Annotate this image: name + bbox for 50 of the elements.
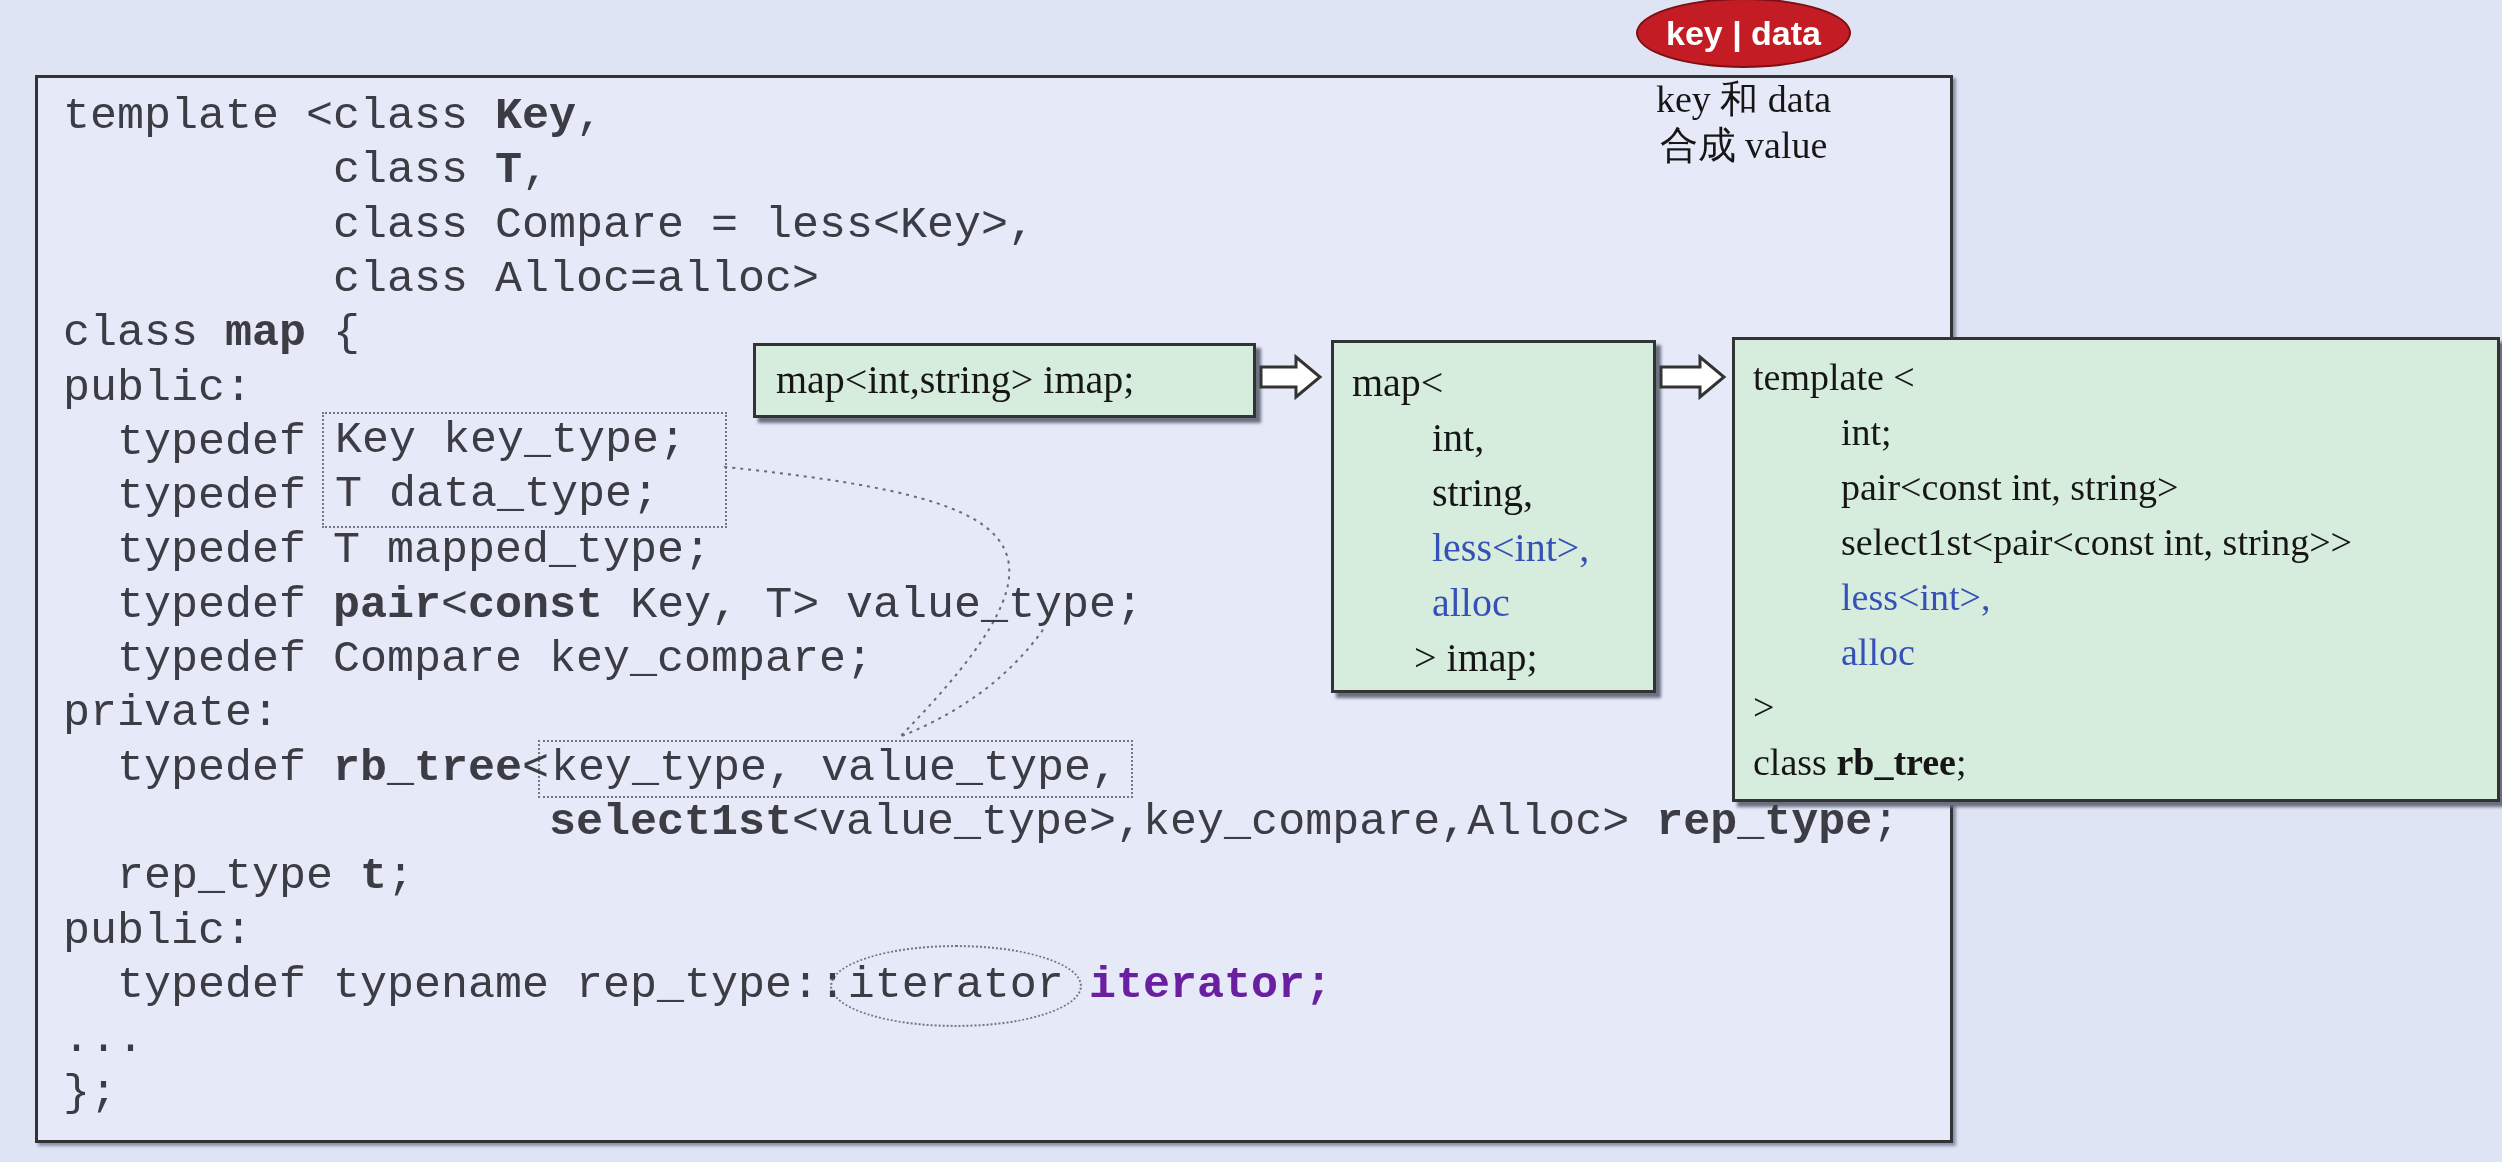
code-line: typedef pair<const Key, T> bbox=[117, 578, 820, 633]
code-line: map<int,string> imap; bbox=[776, 356, 1136, 404]
code-line: typedef bbox=[117, 415, 307, 470]
code-line: T data_type; bbox=[335, 467, 661, 522]
code-line: alloc bbox=[1840, 630, 1916, 675]
code-line: typedef Compare key_compare; bbox=[117, 633, 874, 687]
label-oval: key | data bbox=[1636, 0, 1851, 68]
code-line: typedef bbox=[117, 470, 307, 525]
annotation-text: key 和 data 合成 value bbox=[1654, 77, 1833, 168]
code-card bbox=[1732, 337, 2500, 802]
block-arrow bbox=[1259, 353, 1323, 401]
code-card bbox=[753, 343, 1256, 418]
code-line: public: bbox=[63, 361, 253, 416]
code-line: alloc bbox=[1431, 579, 1511, 627]
code-line: key_type, value_type, bbox=[551, 741, 1120, 796]
code-line: map< bbox=[1352, 359, 1445, 407]
code-line: ... bbox=[63, 1013, 144, 1068]
code-line: private: bbox=[63, 687, 280, 742]
code-line: select1st<pair<const int, string>> bbox=[1840, 520, 2354, 565]
code-line: less<int>, bbox=[1431, 524, 1591, 572]
code-line: typedef typename rep_type:: bbox=[117, 958, 847, 1013]
code-line: int, bbox=[1431, 414, 1486, 462]
code-line: int; bbox=[1840, 410, 1893, 455]
code-line: > bbox=[1753, 685, 1776, 730]
code-line: rep_type t; bbox=[117, 850, 415, 905]
code-line: public: bbox=[63, 904, 253, 959]
code-line: Key key_type; bbox=[335, 413, 688, 468]
code-line: }; bbox=[63, 1067, 117, 1122]
code-line: class Compare = less<Key>, bbox=[333, 198, 1036, 253]
code-line: > imap; bbox=[1413, 634, 1539, 682]
code-line: typedef rb_tree< bbox=[117, 741, 550, 796]
code-line: class T, bbox=[333, 144, 550, 199]
code-card bbox=[1331, 340, 1656, 693]
code-line: select1st<value_type>,key_compare,Alloc> rep_type; bbox=[549, 795, 1900, 850]
highlight-box bbox=[322, 411, 728, 528]
block-arrow bbox=[1659, 353, 1727, 401]
code-line: template <class Key, bbox=[63, 90, 604, 144]
code-line: iterator; bbox=[1089, 958, 1333, 1013]
connector-line bbox=[723, 465, 1010, 738]
code-line: iterator bbox=[847, 958, 1064, 1013]
code-line: value_type; bbox=[846, 579, 1144, 631]
code-line: pair<const int, string> bbox=[1840, 465, 2180, 510]
code-line: template < bbox=[1753, 355, 1916, 400]
code-line: string, bbox=[1431, 469, 1535, 517]
code-line: typedef T mapped_type; bbox=[117, 524, 712, 579]
code-line: class Alloc=alloc> bbox=[333, 252, 820, 307]
code-line: less<int>, bbox=[1840, 575, 1992, 620]
connector-line bbox=[899, 628, 1044, 738]
code-line: class rb_tree; bbox=[1753, 740, 1968, 785]
code-line: class map { bbox=[63, 307, 361, 362]
